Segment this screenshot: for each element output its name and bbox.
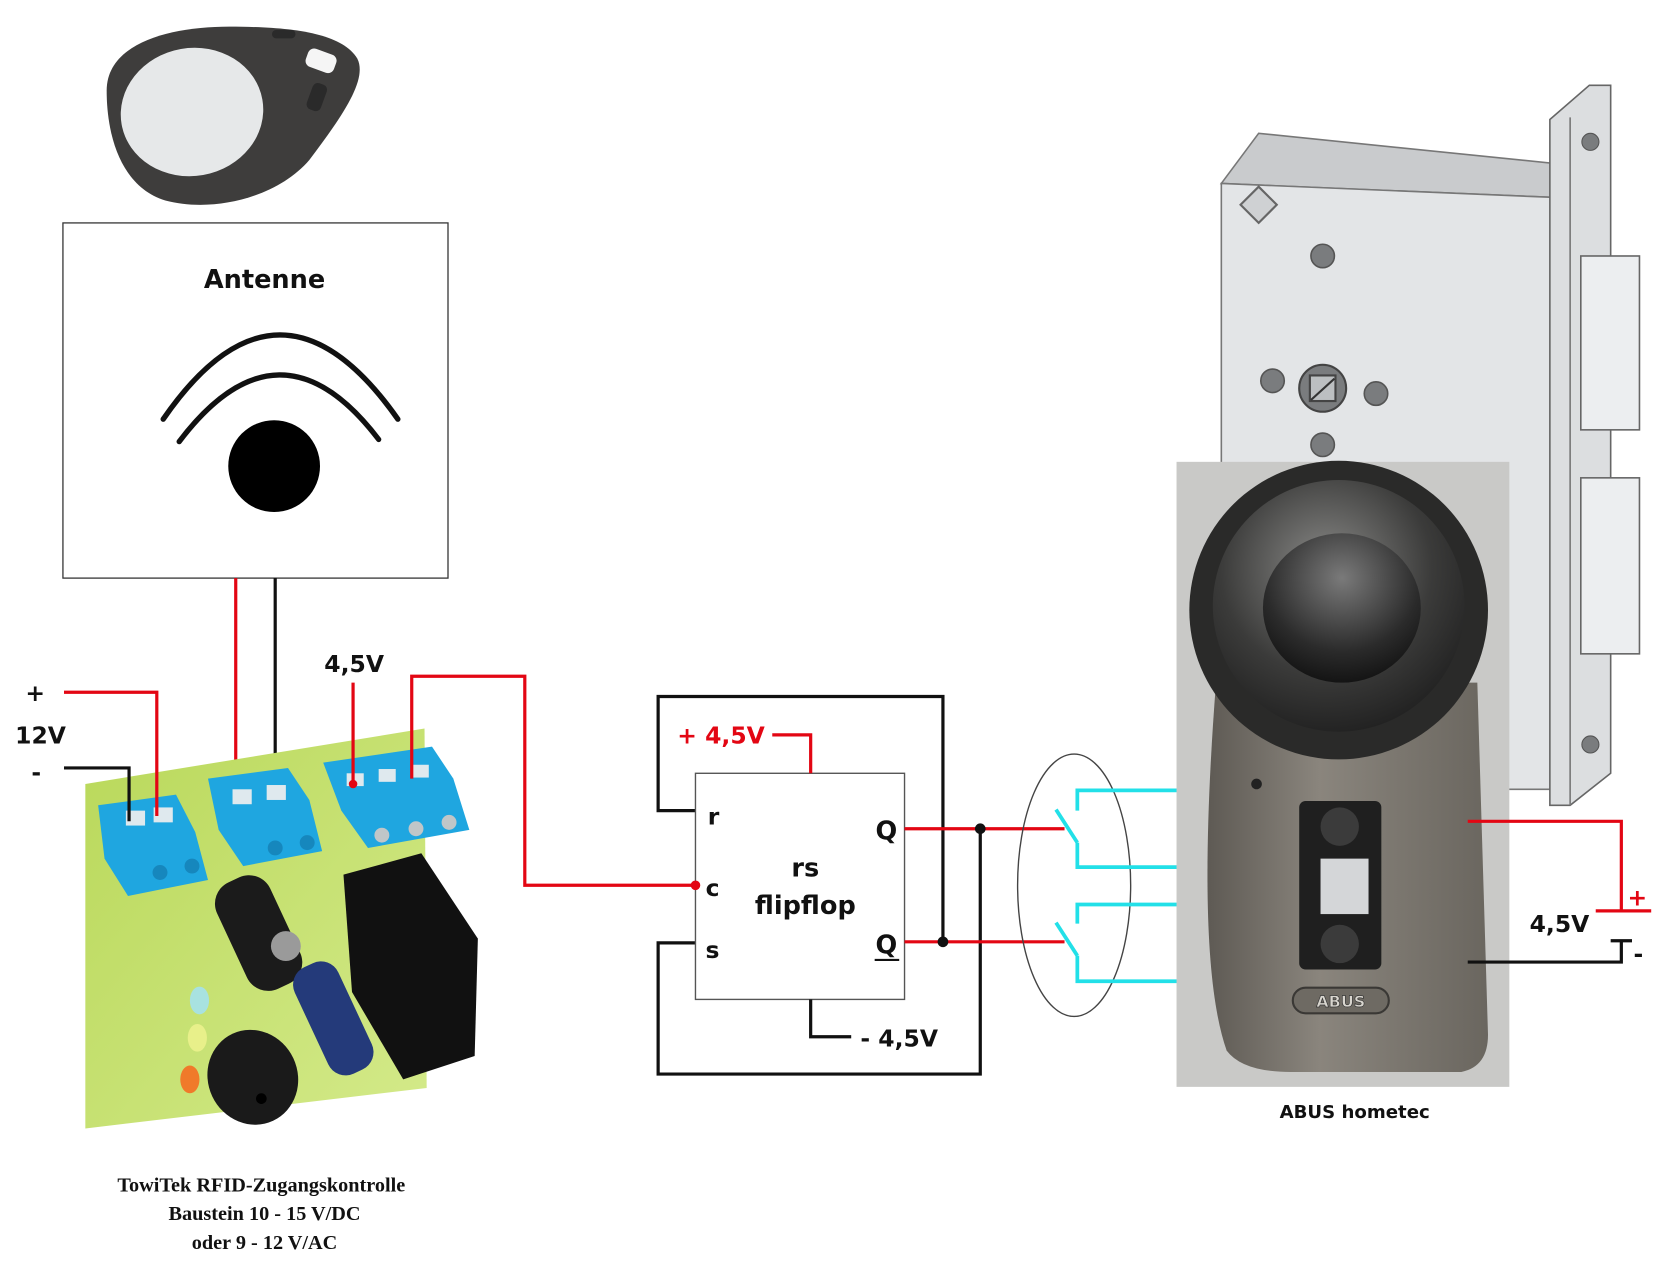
keyring-hole [305, 48, 337, 74]
close-button-icon [1320, 924, 1359, 964]
terminal-block-antenna [208, 767, 323, 867]
flipflop-minus-wire [809, 999, 852, 1039]
tag-face [120, 47, 264, 177]
pin-r-label: r [708, 802, 720, 830]
led-blue [189, 986, 210, 1015]
junction-qbar [937, 936, 949, 948]
flipflop-supply-minus: - 4,5V [860, 1024, 938, 1052]
flipflop-plus-wire [772, 733, 813, 774]
lock-caption: ABUS hometec [1280, 1102, 1430, 1123]
pin-qbar-label: Q [876, 931, 898, 961]
lock-faceplate [1549, 84, 1612, 807]
wireless-signal-icon [160, 332, 401, 512]
output-to-clock-wire [410, 674, 696, 887]
flipflop-title-line1: rs [791, 854, 819, 884]
abus-logo-text: ABUS [1316, 992, 1365, 1011]
open-button-icon [1320, 807, 1359, 846]
capacitor [214, 875, 303, 991]
junction-q [974, 823, 986, 835]
pin-c-label: c [706, 874, 720, 902]
dead-bolt [1579, 477, 1641, 655]
led-yellow [187, 1023, 207, 1052]
latch-bolt [1579, 255, 1641, 431]
battery-voltage-label: 4,5V [1530, 910, 1591, 938]
flipflop-box [694, 772, 906, 1001]
battery-plus-sign: + [1628, 884, 1648, 912]
switch-group-ellipse [1016, 753, 1132, 1018]
rfid-tag [106, 26, 360, 205]
power-minus-label: - [31, 759, 41, 787]
power-plus-wire [64, 690, 159, 816]
abus-logo-badge [1291, 986, 1390, 1015]
crystal [270, 931, 301, 962]
feedback-wire-qbar-to-r [656, 694, 945, 942]
knob-dome [1262, 533, 1421, 683]
switch-2-contact [1054, 921, 1079, 957]
pin-s-label: s [706, 936, 720, 964]
feedback-wire-q-to-s [656, 828, 982, 1076]
relay [343, 853, 478, 1080]
status-window [1320, 858, 1369, 915]
abus-hometec-photo: ABUS [1176, 460, 1510, 1087]
terminal-block-power [98, 794, 208, 896]
module-caption-line1: TowiTek RFID-Zugangskontrolle [117, 1174, 405, 1196]
pin-q-label: Q [876, 816, 898, 846]
led-orange [180, 1065, 200, 1094]
battery-minus-sign: - [1634, 940, 1644, 968]
antenna-label: Antenne [204, 265, 325, 295]
output-voltage-label: 4,5V [324, 650, 385, 678]
clock-input-dot [690, 880, 701, 891]
power-minus-wire [64, 766, 131, 822]
power-plus-label: + [25, 679, 45, 707]
rfid-module-pcb [85, 728, 478, 1129]
power-voltage-label: 12V [15, 721, 67, 749]
battery-plus-wire [1467, 819, 1623, 911]
module-caption-line3: oder 9 - 12 V/AC [192, 1232, 338, 1254]
rs-flipflop: + 4,5V - 4,5V r c s Q Q rs flipflop [656, 694, 1065, 1076]
flipflop-title-line2: flipflop [755, 891, 856, 921]
battery-minus-wire [1467, 940, 1623, 964]
antenna-box: Antenne [62, 222, 449, 579]
switch-1-contact [1054, 808, 1079, 844]
module-caption-line2: Baustein 10 - 15 V/DC [169, 1203, 361, 1225]
lock-diamond-mark [1239, 185, 1279, 225]
coil [293, 961, 374, 1076]
flipflop-supply-plus: + 4,5V [677, 721, 765, 749]
buzzer [207, 1029, 299, 1125]
terminal-block-output [323, 746, 470, 848]
